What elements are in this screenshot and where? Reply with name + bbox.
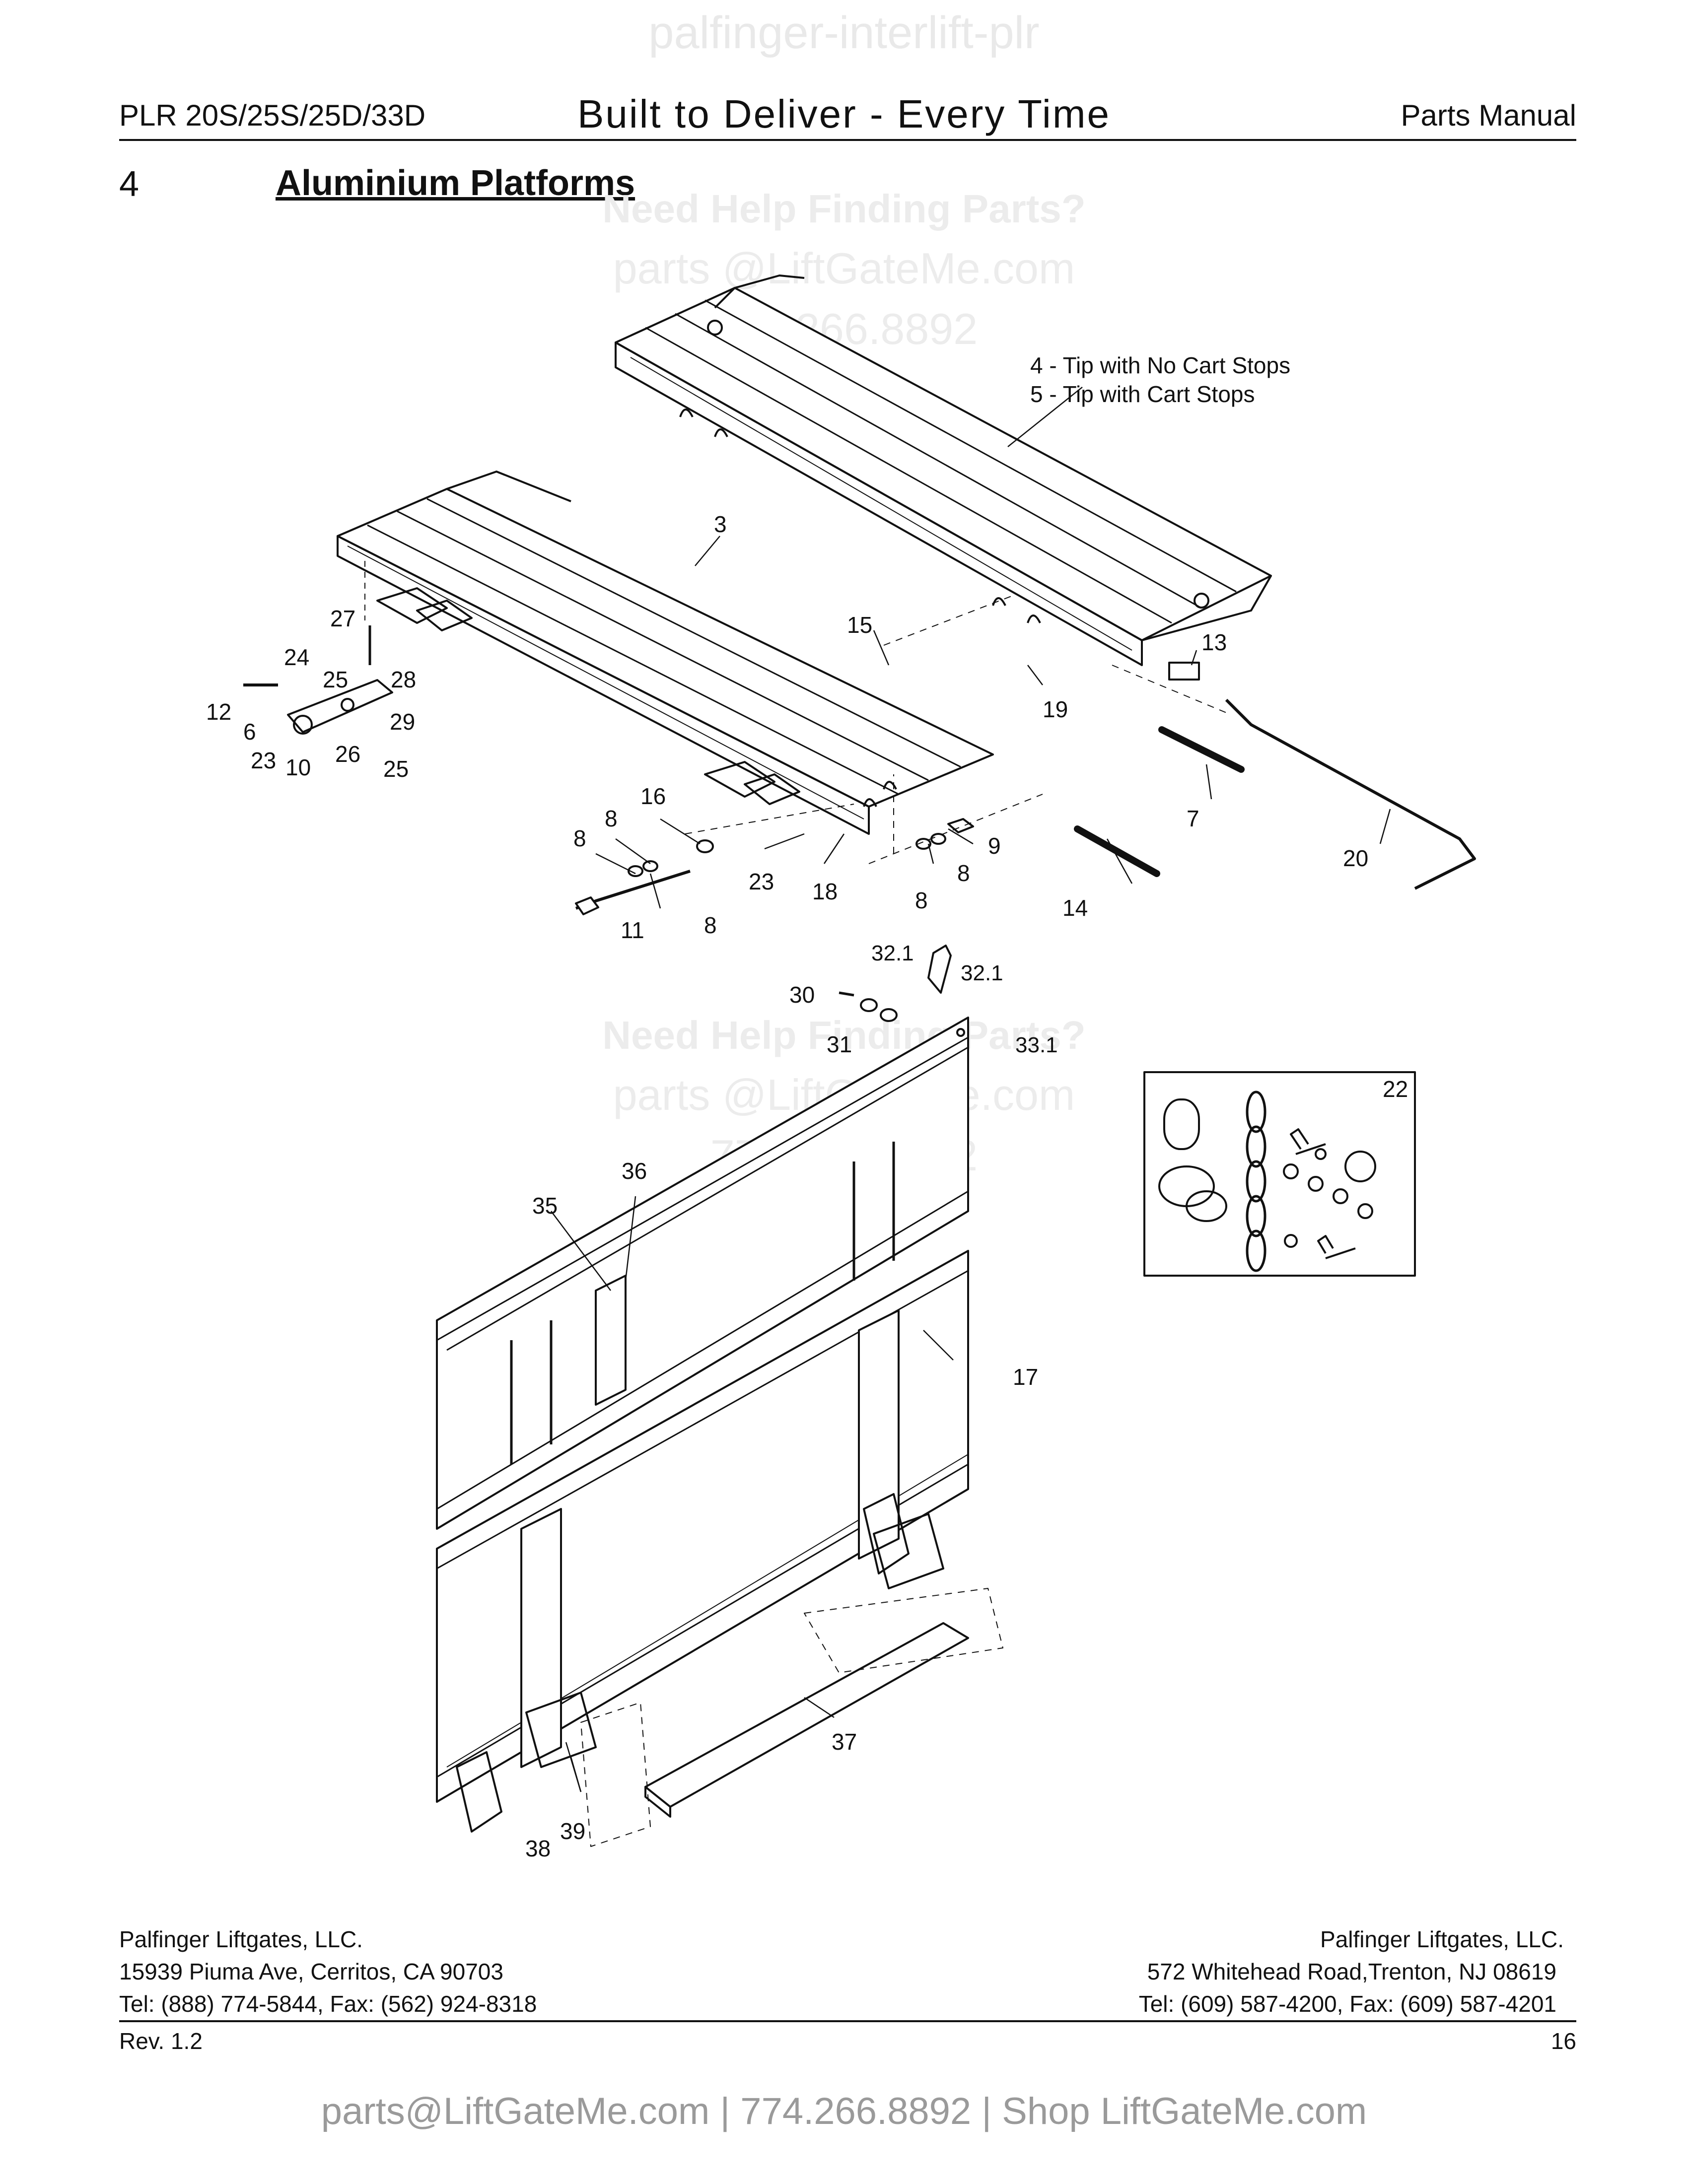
callout-13: 13	[1201, 629, 1227, 655]
fasteners-drawing	[575, 818, 974, 915]
footer-left-company: Palfinger Liftgates, LLC.	[119, 1926, 363, 1952]
header-manual-type: Parts Manual	[1401, 99, 1577, 132]
callout-17: 17	[1013, 1364, 1038, 1390]
chain-kit-box	[1143, 1071, 1416, 1277]
callout-8d: 8	[915, 887, 928, 913]
contact-banner: parts@LiftGateMe.com | 774.266.8892 | Sh…	[321, 2090, 1367, 2132]
callout-9: 9	[988, 833, 1001, 859]
callout-29: 29	[390, 709, 415, 735]
callout-23a: 23	[251, 748, 276, 773]
section-title: Aluminium Platforms	[276, 163, 635, 203]
callout-32-1b: 32.1	[961, 961, 1003, 985]
watermark-help-1: Need Help Finding Parts?	[602, 187, 1086, 231]
pin-lever-drawing	[839, 945, 965, 1037]
callout-20: 20	[1343, 845, 1368, 871]
callout-tip-cart-stops: 5 - Tip with Cart Stops	[1030, 381, 1255, 407]
footer-left-address: 15939 Piuma Ave, Cerritos, CA 90703	[119, 1959, 503, 1984]
footer-right-address: 572 Whitehead Road,Trenton, NJ 08619	[1147, 1959, 1556, 1984]
callout-8e: 8	[957, 860, 970, 886]
callout-6: 6	[243, 719, 256, 745]
callout-39: 39	[560, 1818, 585, 1844]
page-number: 16	[1550, 2028, 1576, 2054]
section-number: 4	[119, 164, 140, 204]
callout-12: 12	[206, 699, 231, 725]
callout-31: 31	[827, 1031, 852, 1057]
watermark-help-2: Need Help Finding Parts?	[602, 1013, 1086, 1057]
leader-lines	[551, 387, 1391, 1792]
callout-22: 22	[1383, 1076, 1408, 1102]
callout-8a: 8	[605, 806, 618, 831]
header-model: PLR 20S/25S/25D/33D	[119, 99, 426, 132]
callout-25a: 25	[323, 667, 348, 692]
callout-8b: 8	[573, 825, 586, 851]
top-watermark: palfinger-interlift-plr	[648, 7, 1040, 58]
callout-10: 10	[285, 754, 311, 780]
callout-24: 24	[284, 644, 309, 670]
header-rule	[119, 139, 1576, 141]
rods-drawing	[685, 595, 1476, 890]
callout-32-1a: 32.1	[871, 941, 914, 965]
callout-27: 27	[330, 606, 355, 631]
callout-28: 28	[391, 667, 416, 692]
callout-11: 11	[621, 917, 644, 943]
callout-19: 19	[1043, 696, 1068, 722]
flipover-platform-drawing	[436, 1017, 969, 1833]
callout-16: 16	[640, 783, 666, 809]
callout-35: 35	[532, 1193, 558, 1219]
main-platform-drawing	[337, 471, 994, 835]
callout-tip-no-cart-stops: 4 - Tip with No Cart Stops	[1030, 352, 1290, 378]
header-tagline: Built to Deliver - Every Time	[577, 92, 1111, 136]
callout-26: 26	[335, 741, 360, 767]
tip-platform-drawing	[615, 274, 1272, 666]
callout-15: 15	[847, 612, 872, 638]
callout-36: 36	[622, 1158, 647, 1184]
footer-right-phone: Tel: (609) 587-4200, Fax: (609) 587-4201	[1138, 1991, 1556, 2017]
watermark-email-1: parts @LiftGateMe.com	[613, 244, 1075, 293]
footer-revision: Rev. 1.2	[119, 2028, 203, 2054]
callout-8c: 8	[704, 912, 717, 938]
hinge-bracket-drawing	[243, 561, 393, 735]
callout-37: 37	[832, 1729, 857, 1755]
callout-18: 18	[812, 879, 838, 904]
footer-right-company: Palfinger Liftgates, LLC.	[1320, 1926, 1564, 1952]
footer-rule	[119, 2020, 1576, 2022]
callout-25b: 25	[383, 756, 409, 782]
cart-stop-bar-drawing	[580, 1588, 1003, 1847]
callout-33-1: 33.1	[1015, 1033, 1058, 1057]
callout-7: 7	[1187, 806, 1199, 831]
footer-left-phone: Tel: (888) 774-5844, Fax: (562) 924-8318	[119, 1991, 537, 2017]
callout-30: 30	[789, 982, 815, 1008]
callout-23b: 23	[749, 869, 774, 894]
callout-38: 38	[525, 1836, 551, 1861]
callout-14: 14	[1062, 895, 1088, 921]
callout-3: 3	[714, 511, 727, 537]
